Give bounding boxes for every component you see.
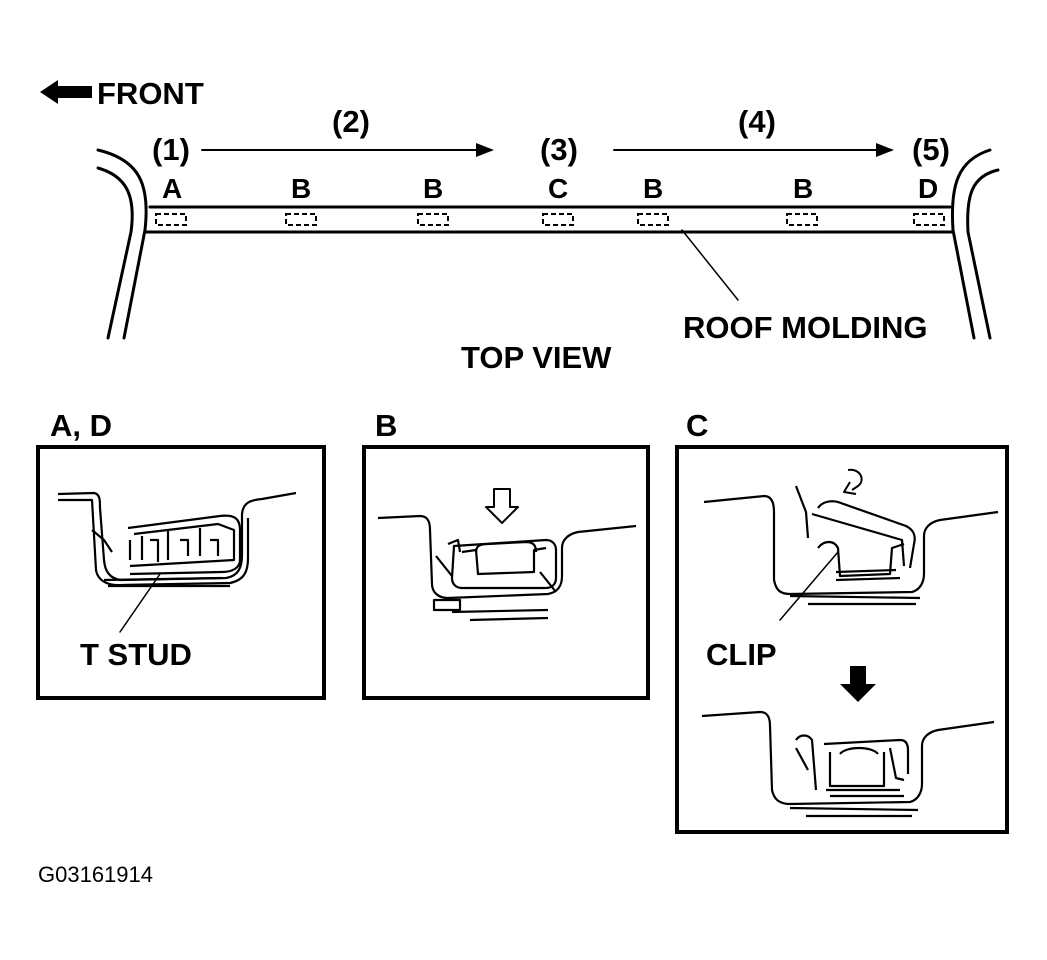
clip-b-illustration — [377, 514, 637, 622]
roof-molding-strip — [144, 205, 955, 234]
clip-marker — [542, 213, 574, 226]
detail-c-title: C — [686, 408, 708, 443]
clip-letter-a: A — [162, 173, 182, 204]
clip-marker — [637, 213, 669, 226]
press-down-arrow-icon — [485, 488, 519, 524]
clip-letter-b: B — [291, 173, 311, 204]
t-stud-label: T STUD — [80, 637, 192, 672]
detail-b-title: B — [375, 408, 397, 443]
detail-c: C CLIP — [675, 408, 1009, 834]
detail-a-d-title: A, D — [50, 408, 112, 443]
clip-c-after-illustration — [701, 710, 995, 818]
clip-marker — [417, 213, 449, 226]
direction-arrow-icon — [201, 143, 494, 157]
detail-b: B — [362, 408, 650, 700]
t-stud-illustration — [57, 491, 297, 588]
clip-marker — [913, 213, 945, 226]
detail-a-d: A, D T STUD — [36, 408, 326, 700]
top-view-label: TOP VIEW — [461, 340, 612, 375]
step-4-label: (4) — [738, 104, 776, 139]
molding-leader-line — [681, 229, 739, 301]
clip-marker — [155, 213, 187, 226]
top-view: FRONT (1) (2) (3) (4) (5) — [40, 76, 1000, 375]
clip-marker — [786, 213, 818, 226]
clip-leader-line — [779, 551, 839, 621]
detail-c-frame — [675, 445, 1009, 834]
left-pillar — [96, 148, 148, 340]
roof-molding-label: ROOF MOLDING — [683, 310, 928, 345]
clip-letter-b: B — [643, 173, 663, 204]
direction-arrow-icon — [613, 143, 894, 157]
figure-id: G03161914 — [38, 862, 153, 887]
clip-letter-d: D — [918, 173, 938, 204]
rotate-arrow-icon — [843, 468, 863, 495]
step-3-label: (3) — [540, 132, 578, 167]
clip-letter-b: B — [423, 173, 443, 204]
clip-letter-c: C — [548, 173, 568, 204]
step-1-label: (1) — [152, 132, 190, 167]
front-label: FRONT — [97, 76, 204, 111]
right-pillar — [950, 148, 1000, 340]
step-5-label: (5) — [912, 132, 950, 167]
clip-label: CLIP — [706, 637, 777, 672]
front-arrow-icon — [40, 80, 92, 104]
clip-c-before-illustration — [703, 485, 999, 606]
then-down-arrow-icon — [840, 666, 876, 702]
clip-marker — [285, 213, 317, 226]
t-stud-leader-line — [119, 573, 161, 633]
clip-letter-b: B — [793, 173, 813, 204]
step-2-label: (2) — [332, 104, 370, 139]
